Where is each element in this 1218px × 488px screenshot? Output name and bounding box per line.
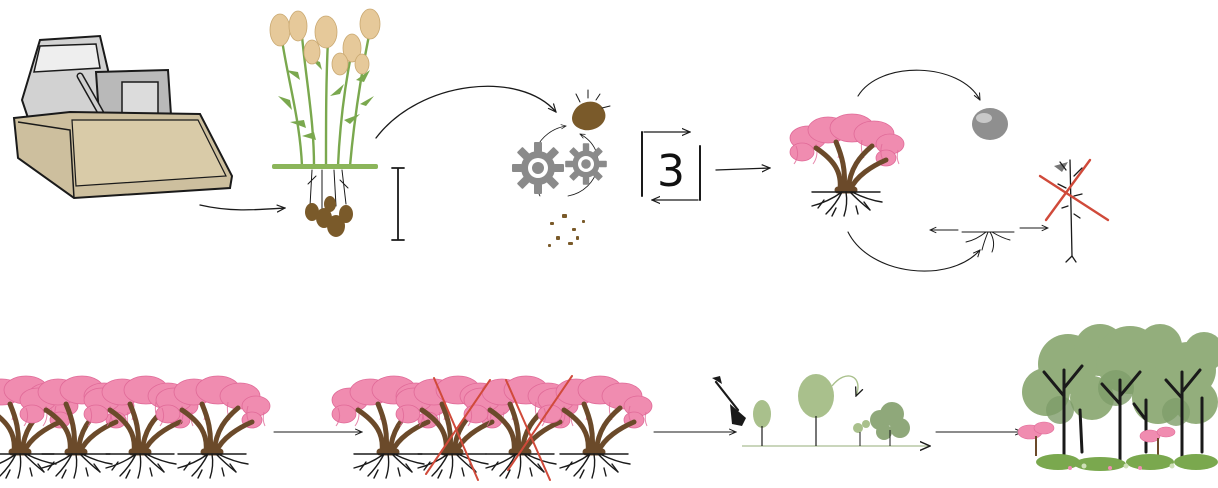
pink-shrub-icon [790,114,904,216]
sapling-icon [742,374,930,446]
gear-icon [565,143,607,185]
thinned-shrub-row [332,376,652,480]
rhizome-icon [572,89,611,131]
crossed-plant-icon [1038,158,1110,263]
stone-icon [972,108,1008,140]
gear-icon [512,142,564,194]
step-number: 3 [657,146,685,197]
roots-icon [961,231,1015,253]
depth-bracket [391,167,405,241]
shrub-row [0,376,270,478]
shovel-icon [712,376,746,426]
cycle-box-icon: 3 [641,132,701,200]
reed-plant-icon [269,8,381,237]
forest-icon [1017,324,1218,471]
bulldozer-icon [12,34,234,200]
cross-mark [425,375,573,481]
fragments-icon [548,214,585,247]
